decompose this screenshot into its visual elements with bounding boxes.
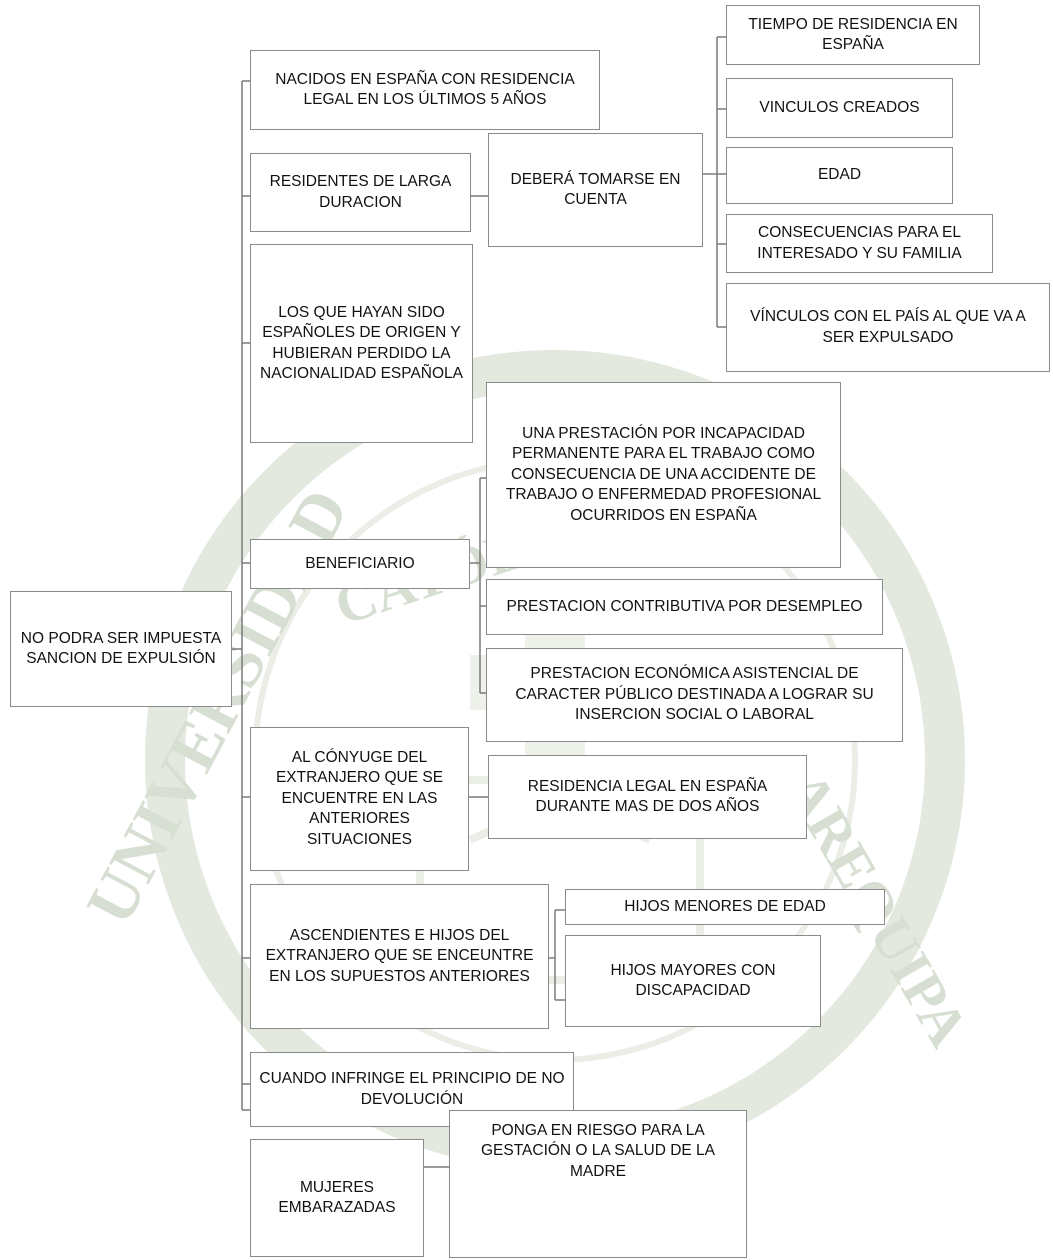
factor-label: VÍNCULOS CON EL PAÍS AL QUE VA A SER EXP… — [750, 308, 1026, 346]
consider-label: DEBERÁ TOMARSE EN CUENTA — [510, 170, 681, 208]
category-born-in-spain: NACIDOS EN ESPAÑA CON RESIDENCIA LEGAL E… — [250, 50, 600, 130]
factor-label: TIEMPO DE RESIDENCIA EN ESPAÑA — [748, 15, 958, 53]
benefit-label: PRESTACION ECONÓMICA ASISTENCIAL DE CARA… — [515, 665, 874, 724]
category-label: NACIDOS EN ESPAÑA CON RESIDENCIA LEGAL E… — [275, 70, 575, 108]
category-label: MUJERES EMBARAZADAS — [278, 1178, 396, 1216]
benefit-label: PRESTACION CONTRIBUTIVA POR DESEMPLEO — [506, 597, 863, 615]
factor-label: CONSECUENCIAS PARA EL INTERESADO Y SU FA… — [757, 224, 962, 262]
category-label: LOS QUE HAYAN SIDO ESPAÑOLES DE ORIGEN Y… — [260, 303, 463, 382]
factor-age: EDAD — [726, 147, 953, 204]
factor-residence-time: TIEMPO DE RESIDENCIA EN ESPAÑA — [726, 5, 980, 65]
root-label: NO PODRA SER IMPUESTA SANCION DE EXPULSI… — [20, 629, 222, 667]
category-label: CUANDO INFRINGE EL PRINCIPIO DE NO DEVOL… — [259, 1070, 565, 1108]
category-long-term-residents: RESIDENTES DE LARGA DURACION — [250, 153, 471, 232]
children-label: HIJOS MAYORES CON DISCAPACIDAD — [610, 961, 776, 999]
factor-ties-created: VINCULOS CREADOS — [726, 78, 953, 138]
children-label: HIJOS MENORES DE EDAD — [624, 897, 826, 915]
factor-consequences: CONSECUENCIAS PARA EL INTERESADO Y SU FA… — [726, 214, 993, 273]
factor-country-ties: VÍNCULOS CON EL PAÍS AL QUE VA A SER EXP… — [726, 283, 1050, 372]
pregnant-detail-label: PONGA EN RIESGO PARA LA GESTACIÓN O LA S… — [480, 1122, 715, 1180]
category-ascendants-children: ASCENDIENTES E HIJOS DEL EXTRANJERO QUE … — [250, 884, 549, 1029]
benefit-unemployment: PRESTACION CONTRIBUTIVA POR DESEMPLEO — [486, 579, 883, 635]
benefit-social-assistance: PRESTACION ECONÓMICA ASISTENCIAL DE CARA… — [486, 648, 903, 742]
pregnant-detail-node: PONGA EN RIESGO PARA LA GESTACIÓN O LA S… — [449, 1110, 747, 1258]
category-pregnant-women: MUJERES EMBARAZADAS — [250, 1139, 424, 1257]
root-node: NO PODRA SER IMPUESTA SANCION DE EXPULSI… — [10, 591, 232, 707]
factor-label: VINCULOS CREADOS — [759, 98, 920, 116]
category-former-spaniards: LOS QUE HAYAN SIDO ESPAÑOLES DE ORIGEN Y… — [250, 244, 473, 443]
spouse-detail-node: RESIDENCIA LEGAL EN ESPAÑA DURANTE MAS D… — [488, 755, 807, 839]
factor-label: EDAD — [817, 166, 862, 184]
benefit-incapacity: UNA PRESTACIÓN POR INCAPACIDAD PERMANENT… — [486, 382, 841, 568]
category-label: BENEFICIARIO — [305, 554, 415, 572]
children-minors: HIJOS MENORES DE EDAD — [565, 889, 885, 925]
consider-node: DEBERÁ TOMARSE EN CUENTA — [488, 133, 703, 247]
category-label: AL CÓNYUGE DEL EXTRANJERO QUE SE ENCUENT… — [275, 748, 444, 848]
benefit-label: UNA PRESTACIÓN POR INCAPACIDAD PERMANENT… — [505, 424, 822, 524]
category-beneficiary: BENEFICIARIO — [250, 539, 470, 589]
category-label: ASCENDIENTES E HIJOS DEL EXTRANJERO QUE … — [265, 926, 534, 985]
category-label: RESIDENTES DE LARGA DURACION — [269, 173, 452, 211]
category-spouse: AL CÓNYUGE DEL EXTRANJERO QUE SE ENCUENT… — [250, 727, 469, 871]
spouse-detail-label: RESIDENCIA LEGAL EN ESPAÑA DURANTE MAS D… — [527, 777, 768, 815]
children-disabled-adults: HIJOS MAYORES CON DISCAPACIDAD — [565, 935, 821, 1027]
